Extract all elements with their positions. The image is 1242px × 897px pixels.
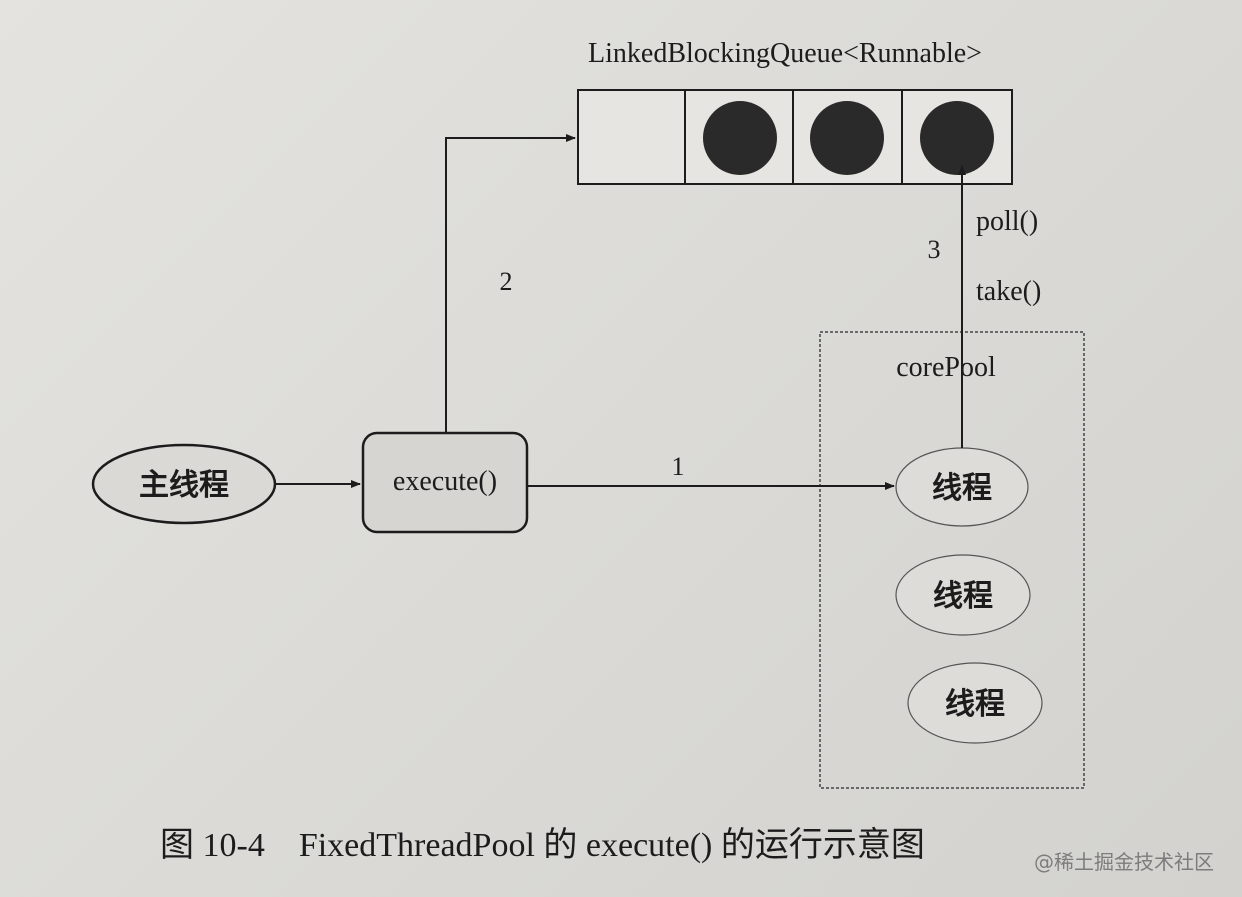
figure-caption: 图 10-4 FixedThreadPool 的 execute() 的运行示意…: [160, 826, 925, 864]
thread-node: [895, 554, 1031, 636]
main-thread-label: 主线程: [139, 469, 229, 502]
execute-label: execute(): [393, 466, 497, 497]
thread-label: 线程: [945, 688, 1005, 721]
thread-label: 线程: [933, 580, 993, 613]
core-pool-label: corePool: [896, 352, 996, 383]
step-2-label: 2: [500, 267, 513, 296]
queue-label: LinkedBlockingQueue<Runnable>: [588, 38, 982, 69]
poll-label: poll(): [976, 206, 1038, 237]
core-pool-box: [819, 331, 1085, 789]
take-label: take(): [976, 276, 1041, 307]
queued-task: [920, 101, 994, 175]
step-1-label: 1: [672, 452, 685, 481]
queue-box: [577, 89, 1013, 185]
arrow-step-2: [445, 134, 576, 433]
queued-task: [810, 101, 884, 175]
watermark: @稀土掘金技术社区: [1034, 850, 1214, 874]
step-3-label: 3: [928, 235, 941, 264]
thread-node: [907, 662, 1043, 744]
queued-task: [703, 101, 777, 175]
thread-label: 线程: [932, 472, 992, 505]
